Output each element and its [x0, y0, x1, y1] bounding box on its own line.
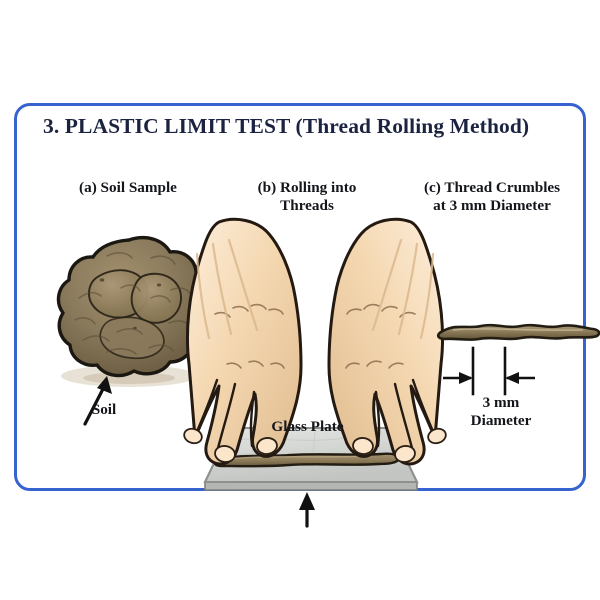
glass-plate-pointer-arrow — [299, 492, 315, 528]
left-hand-fingernails — [183, 427, 278, 463]
diameter-value-text: 3 mm — [482, 394, 520, 411]
right-hand-fingernails — [352, 427, 447, 463]
right-hand-tendons — [371, 238, 435, 340]
soil-pores — [99, 278, 162, 330]
panel-caption-c-line1: (c) Thread Crumbles — [423, 179, 561, 196]
soil-annotation-label: Soil — [91, 401, 117, 418]
panel-caption-b-line1: (b) Rolling into — [257, 179, 357, 196]
left-hand — [183, 217, 303, 466]
panel-caption-a-text: (a) Soil Sample — [79, 179, 177, 196]
left-hand-tendons — [195, 238, 259, 340]
panel-caption-c: (c) Thread Crumbles at 3 mm Diameter — [397, 179, 587, 215]
soil-texture-strokes — [74, 252, 192, 355]
thread-diameter-graphic — [436, 323, 600, 396]
panel-caption-b: (b) Rolling into Threads — [213, 179, 401, 215]
figure-title: 3. PLASTIC LIMIT TEST (Thread Rolling Me… — [43, 114, 530, 138]
rolling-illustration — [183, 214, 447, 528]
soil-lobe-lower — [99, 316, 165, 360]
figure-card: 3. PLASTIC LIMIT TEST (Thread Rolling Me… — [14, 103, 600, 528]
left-hand-knuckle-creases — [214, 303, 285, 369]
panel-caption-c-line2: at 3 mm Diameter — [433, 196, 551, 214]
thread-diameter-illustration — [413, 306, 600, 431]
right-hand — [327, 217, 447, 466]
panel-caption-a: (a) Soil Sample — [37, 179, 219, 197]
panel-caption-b-line2: Threads — [280, 196, 334, 214]
soil-thread-highlight — [452, 328, 584, 331]
hands-rolling-graphic — [183, 217, 447, 528]
diameter-word-text: Diameter — [470, 411, 532, 429]
soil-pointer-arrow — [83, 376, 112, 426]
right-hand-knuckle-creases — [345, 303, 416, 369]
dimension-arrows — [443, 372, 535, 384]
glass-plate-annotation-label: Glass Plate — [271, 418, 344, 435]
soil-lobe-right — [130, 272, 182, 324]
dimension-extension-lines — [471, 346, 507, 396]
diameter-annotation-label: 3 mm Diameter — [421, 394, 581, 430]
soil-thread — [436, 323, 600, 342]
glass-plate-front-edge — [204, 481, 418, 491]
